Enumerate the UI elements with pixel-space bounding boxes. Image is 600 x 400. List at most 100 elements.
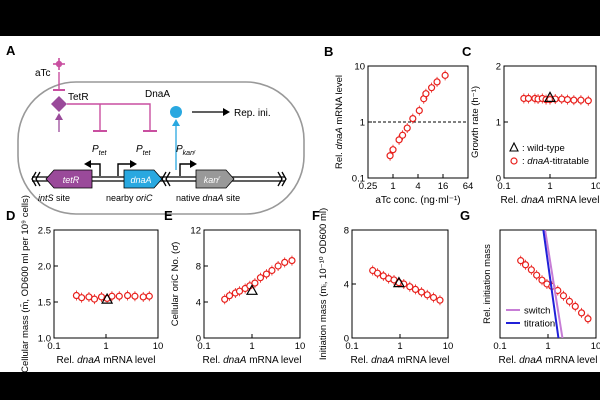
y-tick-label: 4 [344, 280, 349, 291]
data-point [386, 152, 394, 160]
data-point [235, 287, 244, 295]
y-tick-label: 0 [344, 334, 349, 345]
y-axis-label: Rel. initiation mass [482, 244, 493, 324]
y-tick-label: 1 [496, 118, 501, 129]
legend-wild-type-marker [509, 141, 519, 152]
x-tick-label: 10 [153, 341, 164, 352]
data-point [398, 131, 407, 139]
data-point [559, 292, 568, 300]
y-axis-label: Rel. dnaA mRNA level [334, 75, 345, 169]
x-tick-label: 16 [438, 181, 449, 192]
data-point [433, 78, 441, 86]
oric-label: nearby oriC [106, 193, 153, 203]
axes-frame [53, 229, 159, 339]
x-tick-label: 0.25 [359, 181, 378, 192]
x-axis-label: Rel. dnaA mRNA level [203, 355, 302, 366]
promoter-arrow-3 [179, 163, 192, 176]
data-point [422, 90, 430, 98]
data-point [441, 71, 449, 79]
switch-model-line [544, 230, 564, 338]
data-point [145, 292, 153, 300]
tetr-protein-label: TetR [68, 92, 89, 103]
titration-model-line [542, 230, 560, 338]
legend-titratable-label: : dnaA-titratable [522, 156, 589, 167]
y-tick-label: 0 [496, 174, 501, 185]
data-point [225, 292, 234, 300]
data-point [533, 271, 541, 279]
tetr-protein-icon [51, 96, 67, 112]
data-point [274, 262, 282, 270]
atc-label: aTc [35, 68, 51, 79]
x-tick-label: 10 [591, 181, 600, 192]
data-point [403, 124, 411, 132]
legend-titration-label: titration [524, 319, 555, 330]
y-tick-label: 1.0 [38, 334, 51, 345]
legend-titratable-marker [510, 157, 518, 165]
data-point [139, 293, 147, 301]
panel-letter: E [164, 208, 173, 223]
data-point [517, 257, 525, 265]
x-axis-label: aTc conc. (ng·ml⁻¹) [375, 195, 460, 206]
y-tick-label: 10 [354, 62, 365, 73]
data-point [584, 97, 592, 105]
y-axis-label: Cellular mass (m̄, OD600 ml per 10⁹ cell… [20, 195, 31, 372]
data-point [429, 293, 438, 302]
panel-letter: C [462, 44, 472, 59]
x-tick-label: 1 [397, 341, 402, 352]
data-point [577, 96, 585, 104]
data-point [90, 295, 99, 303]
data-point [221, 295, 229, 303]
x-tick-label: 4 [415, 181, 420, 192]
y-axis-label: Initiation mass (mᵢ, 10⁻¹⁰ OD600 ml) [318, 208, 329, 360]
data-point [527, 266, 535, 274]
data-point [427, 84, 436, 92]
data-point [78, 294, 86, 302]
gene-dnaa [123, 169, 163, 189]
data-point [538, 276, 546, 284]
y-tick-label: 1 [360, 118, 365, 129]
gene-tetr [45, 169, 93, 189]
data-point [415, 106, 423, 115]
x-tick-label: 1 [545, 341, 550, 352]
legend-wild-type-label: : wild-type [522, 143, 565, 154]
y-tick-label: 0.1 [352, 174, 365, 185]
y-axis-label: Cellular oriC No. (σ̄) [170, 242, 181, 327]
data-point [123, 291, 132, 300]
wild-type-point [392, 276, 405, 288]
y-tick-label: 0 [196, 334, 201, 345]
y-tick-label: 8 [196, 262, 201, 273]
panel-letter: F [312, 208, 320, 223]
y-tick-label: 1.5 [38, 298, 51, 309]
x-tick-label: 10 [295, 341, 306, 352]
panel-letter: G [460, 208, 470, 223]
data-point [389, 146, 397, 154]
dna-break-right-icon [277, 171, 287, 187]
panel-a-schematic: A aTc TetR DnaA Rep. ini. Ptet Ptet Pkan… [6, 43, 305, 215]
dnaa-protein-label: DnaA [145, 89, 170, 100]
data-point [251, 279, 259, 287]
data-point [565, 297, 574, 305]
x-tick-label: 0.1 [47, 341, 60, 352]
data-point [584, 315, 592, 323]
data-point [131, 292, 139, 300]
data-point [436, 296, 444, 304]
wild-type-point [543, 91, 557, 102]
data-point [281, 258, 289, 266]
y-tick-label: 4 [196, 298, 201, 309]
data-point [524, 94, 533, 103]
x-tick-label: 0.1 [197, 341, 210, 352]
dnaa-expression-arrowhead [172, 119, 180, 126]
gene-dnaa-label: dnaA [130, 175, 151, 185]
data-point [256, 274, 265, 282]
data-point [521, 261, 530, 269]
x-tick-label: 1 [547, 181, 552, 192]
tetr-repression-line [67, 103, 151, 130]
